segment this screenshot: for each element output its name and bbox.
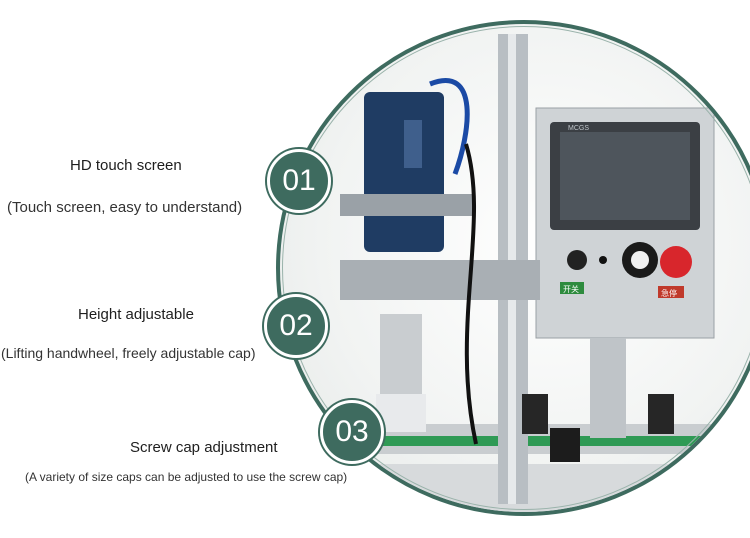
badge-03: 03 <box>320 400 384 464</box>
feature-1-title: HD touch screen <box>70 157 182 174</box>
capping-chuck <box>376 394 426 432</box>
stop-label-plate <box>658 286 684 298</box>
air-hose <box>429 78 470 175</box>
panel-support-leg <box>590 338 626 438</box>
feature-1-description: (Touch screen, easy to understand) <box>7 199 243 216</box>
switch-label: 开关 <box>563 284 579 294</box>
bottle-clamp-3 <box>648 394 674 434</box>
power-cable <box>464 143 478 445</box>
indicator-light <box>599 256 607 264</box>
cylinder-bracket <box>340 260 540 300</box>
feature-3-description: (A variety of size caps can be adjusted … <box>25 470 348 484</box>
capping-rod <box>380 314 422 404</box>
mounting-plate <box>340 194 474 216</box>
feature-2-description: (Lifting handwheel, freely adjustable ca… <box>1 345 256 361</box>
panel-brand: MCGS <box>568 125 589 132</box>
feature-3-title: Screw cap adjustment <box>130 439 278 456</box>
servo-motor <box>364 92 444 252</box>
emergency-stop-button <box>660 246 692 278</box>
bottle-clamp-2 <box>550 428 580 462</box>
badge-02: 02 <box>264 294 328 358</box>
touch-screen-display <box>560 132 690 220</box>
machine-photo: MCGS 开关 急停 <box>276 20 750 516</box>
bottle-clamp-1 <box>522 394 548 434</box>
feature-2-title: Height adjustable <box>78 306 194 323</box>
conveyor-base <box>340 464 750 512</box>
speed-knob <box>567 250 587 270</box>
switch-label-plate <box>560 282 584 294</box>
motor-label <box>404 120 422 168</box>
badge-01: 01 <box>267 149 331 213</box>
stop-label: 急停 <box>661 288 677 298</box>
